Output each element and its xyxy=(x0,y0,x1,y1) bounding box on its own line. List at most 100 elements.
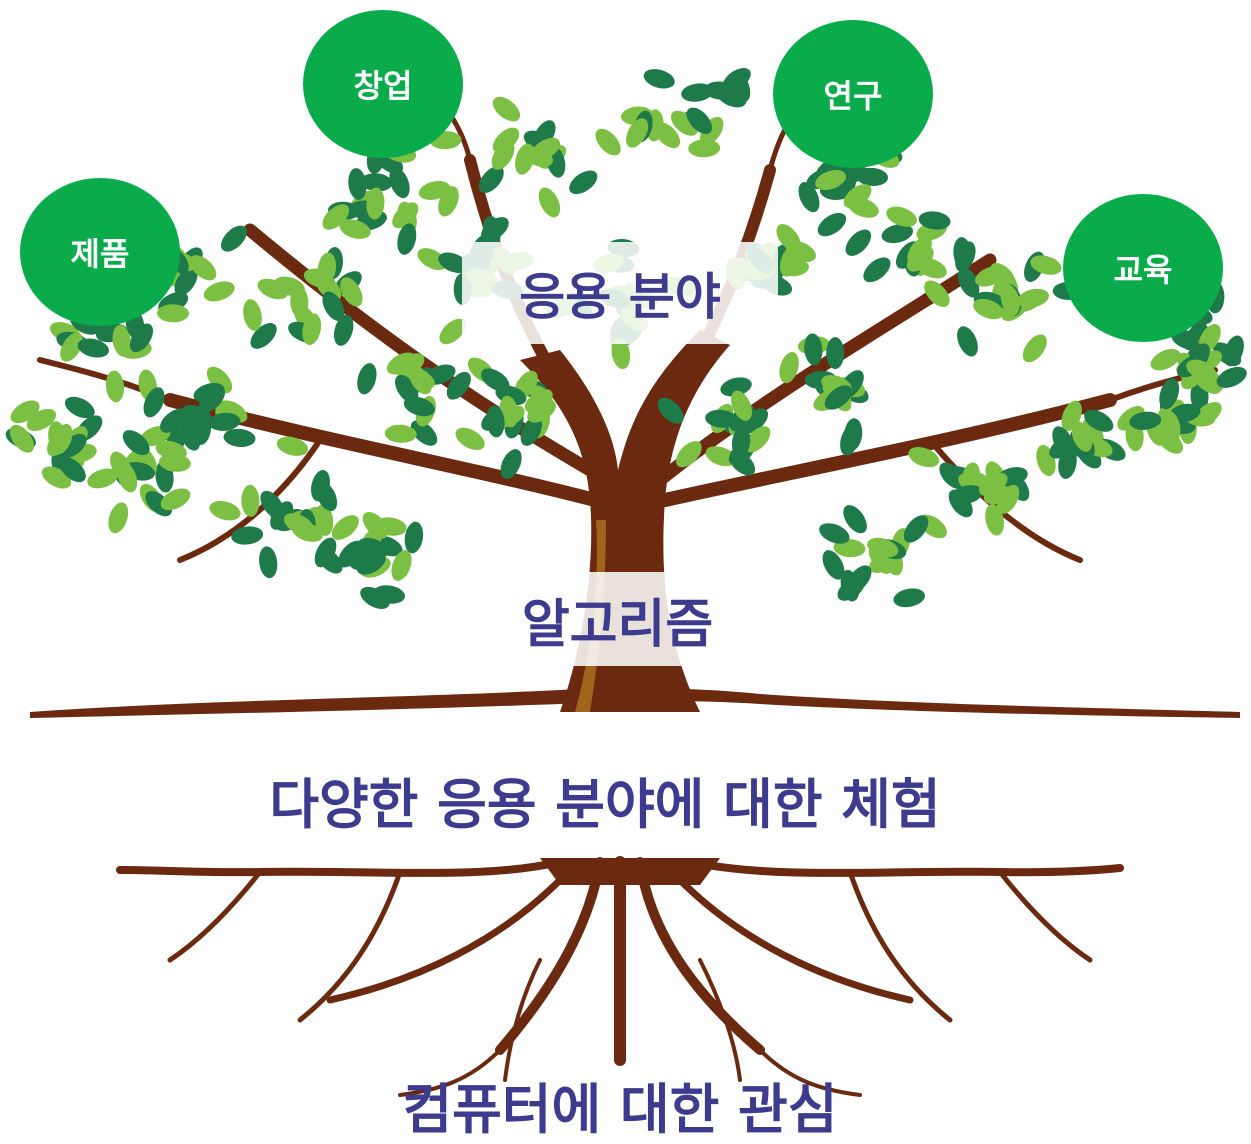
leaf xyxy=(643,69,675,89)
leaf xyxy=(515,143,535,175)
leaf xyxy=(1159,378,1180,410)
leaf xyxy=(843,505,867,534)
leaf xyxy=(716,86,747,108)
topic-circle-product: 제품 xyxy=(20,178,180,326)
leaf xyxy=(478,166,504,194)
leaf xyxy=(538,187,561,218)
leaf xyxy=(492,96,521,122)
leaf xyxy=(744,426,771,453)
leaf xyxy=(404,521,424,554)
leaf xyxy=(1150,348,1181,371)
leaf xyxy=(840,569,860,602)
leaf xyxy=(524,389,553,413)
leaf xyxy=(9,424,34,453)
leaf xyxy=(482,215,501,248)
canopy-label-band: 응용 분야 xyxy=(462,242,778,344)
leaf xyxy=(322,291,345,321)
leaf xyxy=(676,441,702,468)
leaf xyxy=(1193,401,1222,427)
leaf xyxy=(824,385,853,410)
leaf xyxy=(973,298,1004,320)
leaf xyxy=(221,225,247,252)
leaf xyxy=(112,324,132,357)
leaf xyxy=(105,370,125,403)
leaf xyxy=(531,137,561,161)
leaf xyxy=(291,522,323,542)
leaf xyxy=(59,456,86,483)
leaf xyxy=(681,83,713,102)
leaf xyxy=(924,280,950,307)
leaf xyxy=(317,252,337,285)
leaf xyxy=(374,517,407,536)
leaf xyxy=(315,481,338,512)
leaf xyxy=(569,170,598,195)
leaf xyxy=(397,223,417,255)
leaf xyxy=(957,326,978,357)
leaf xyxy=(804,333,823,366)
leaf xyxy=(1156,428,1184,454)
leaf xyxy=(975,266,1006,287)
topic-label-product: 제품 xyxy=(70,235,130,273)
trunk-label-band: 알고리즘 xyxy=(495,572,740,666)
leaf xyxy=(686,107,713,135)
leaf xyxy=(455,427,485,451)
leaf xyxy=(223,428,256,447)
leaf xyxy=(822,550,845,580)
leaf xyxy=(863,257,891,283)
leaf xyxy=(110,451,132,482)
leaf xyxy=(1129,411,1162,430)
leaf xyxy=(500,449,522,480)
leaf xyxy=(817,212,847,237)
leaf xyxy=(259,546,278,579)
leaf xyxy=(486,405,505,438)
topic-label-education: 교육 xyxy=(1113,251,1173,289)
leaf xyxy=(779,352,799,384)
leaf xyxy=(199,386,225,413)
leaf xyxy=(241,484,260,517)
leaf xyxy=(389,167,410,199)
leaf xyxy=(657,397,684,424)
roots xyxy=(116,856,1124,1097)
leaf xyxy=(731,426,751,459)
leaf xyxy=(886,206,917,227)
leaf xyxy=(366,187,385,220)
leaf xyxy=(611,337,631,370)
leaf xyxy=(108,502,129,534)
leaf xyxy=(357,363,377,395)
leaf xyxy=(1022,334,1047,363)
leaf xyxy=(26,408,57,431)
topic-circle-education: 교육 xyxy=(1063,194,1223,342)
leaf xyxy=(439,318,466,345)
leaf xyxy=(840,424,860,456)
leaf xyxy=(206,366,233,394)
leaf xyxy=(722,68,751,92)
leaf xyxy=(340,277,363,307)
leaf xyxy=(392,202,419,229)
leaf xyxy=(160,408,188,433)
leaf xyxy=(338,540,364,568)
leaf xyxy=(780,245,800,277)
leaf xyxy=(174,267,198,296)
topic-circle-startup: 창업 xyxy=(303,10,463,158)
leaf xyxy=(333,314,354,346)
leaf xyxy=(155,440,187,461)
leaf xyxy=(157,304,189,323)
leaf xyxy=(881,224,914,244)
leaf xyxy=(705,409,738,428)
leaf xyxy=(410,420,438,446)
leaf xyxy=(918,211,951,230)
leaf xyxy=(957,267,980,298)
leaf xyxy=(77,338,109,358)
leaf xyxy=(1017,288,1049,308)
leaf xyxy=(250,323,277,349)
leaf xyxy=(203,281,235,302)
leaf xyxy=(705,446,737,467)
leaf xyxy=(438,186,459,217)
leaf xyxy=(670,110,698,136)
leaf xyxy=(1000,284,1020,316)
leaf xyxy=(122,430,150,456)
leaf xyxy=(951,485,983,504)
topic-label-research: 연구 xyxy=(823,77,883,115)
leaf xyxy=(322,204,350,230)
leaf xyxy=(143,387,165,418)
